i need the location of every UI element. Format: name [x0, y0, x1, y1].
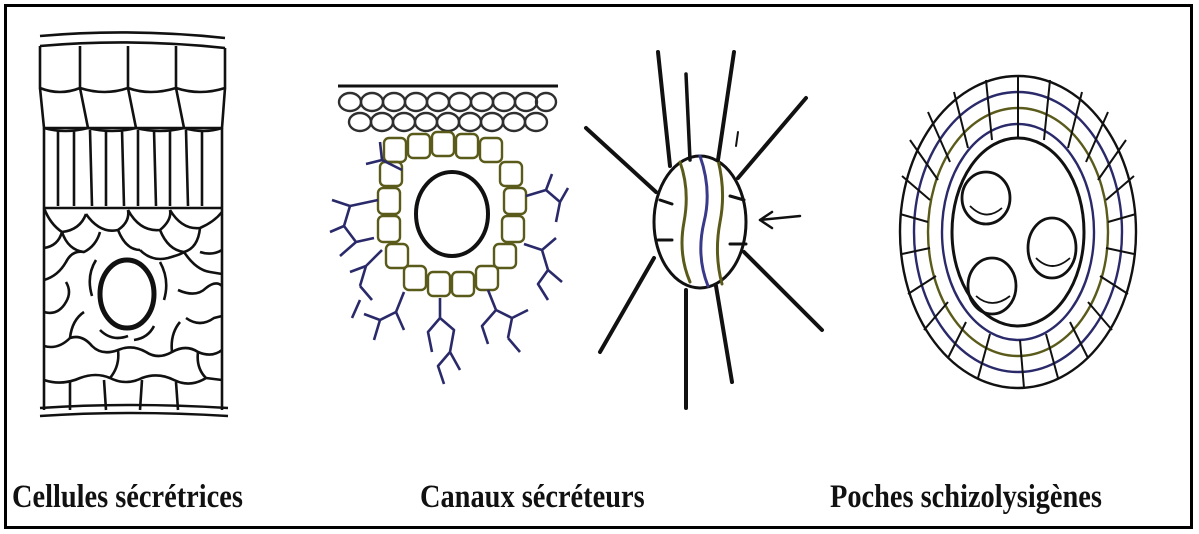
schizolysigenous-pocket-drawing	[900, 76, 1136, 388]
caption-cellules-secretrices: Cellules sécrétrices	[12, 472, 243, 522]
caption-canaux-secreteurs: Canaux sécréteurs	[420, 472, 645, 522]
secretory-canal-star-view	[586, 52, 822, 408]
secretory-cells-drawing	[40, 32, 228, 416]
secretory-canal-cross-section	[330, 86, 568, 384]
caption-poches-schizolysigenes: Poches schizolysigènes	[830, 472, 1102, 522]
